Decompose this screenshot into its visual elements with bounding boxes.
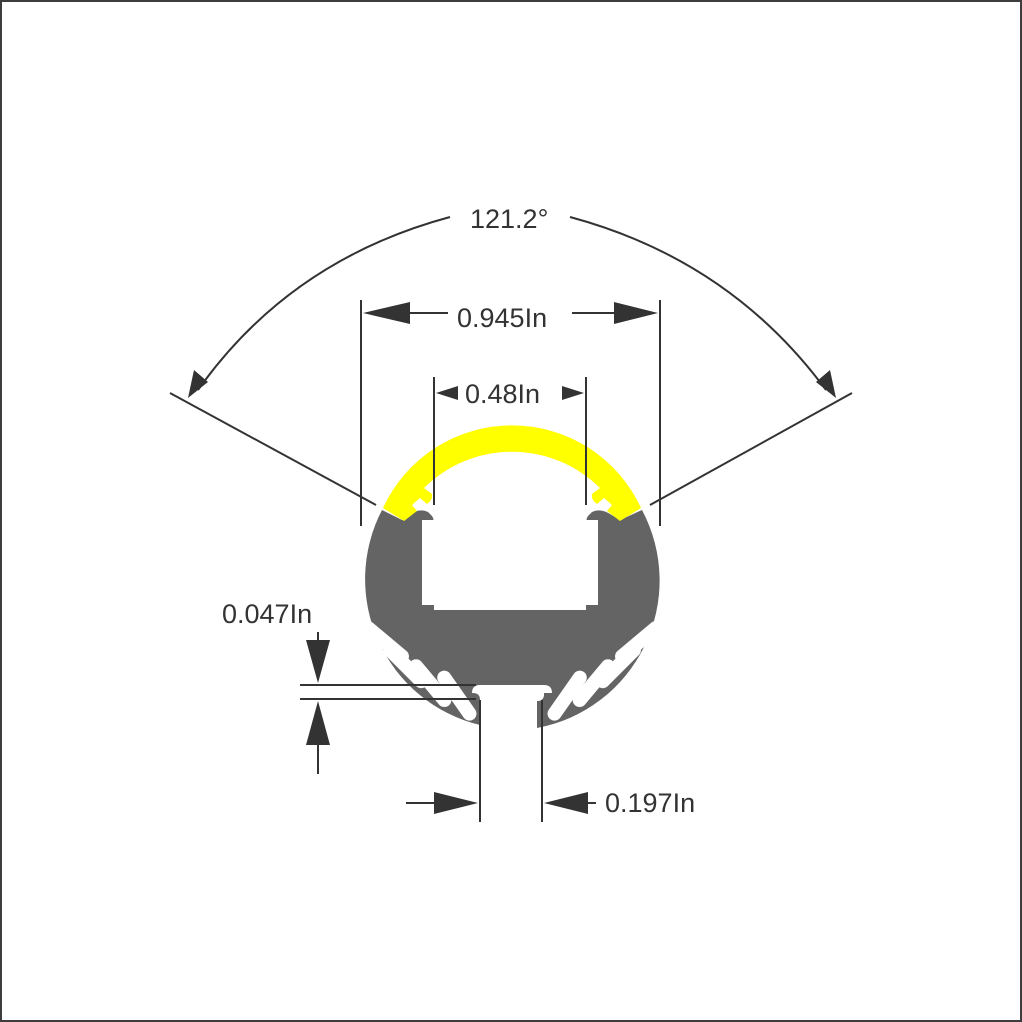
arrow-icon	[816, 370, 836, 398]
arrow-icon	[614, 302, 658, 324]
led-channel	[434, 520, 586, 610]
arrow-icon	[434, 792, 478, 814]
dimension-labels: 121.2° 0.945In 0.48In 0.047In 0.197In	[222, 204, 695, 818]
arrow-icon	[562, 386, 584, 400]
dimension-lines	[169, 216, 853, 822]
diffuser	[383, 425, 641, 521]
housing	[361, 510, 663, 735]
outer-width-label: 0.945In	[457, 303, 547, 333]
arrow-icon	[188, 370, 208, 398]
fins-left	[361, 621, 477, 721]
arrow-icon	[306, 640, 330, 683]
arrow-icon	[544, 792, 588, 814]
inner-width-label: 0.48In	[465, 379, 540, 409]
fin-gap-label: 0.047In	[222, 599, 312, 629]
arrow-icon	[436, 386, 458, 400]
fins-right	[547, 621, 663, 721]
arrow-icon	[363, 302, 410, 324]
slot-width-label: 0.197In	[605, 788, 695, 818]
beam-angle-label: 121.2°	[470, 204, 548, 234]
arrow-icon	[306, 701, 330, 745]
